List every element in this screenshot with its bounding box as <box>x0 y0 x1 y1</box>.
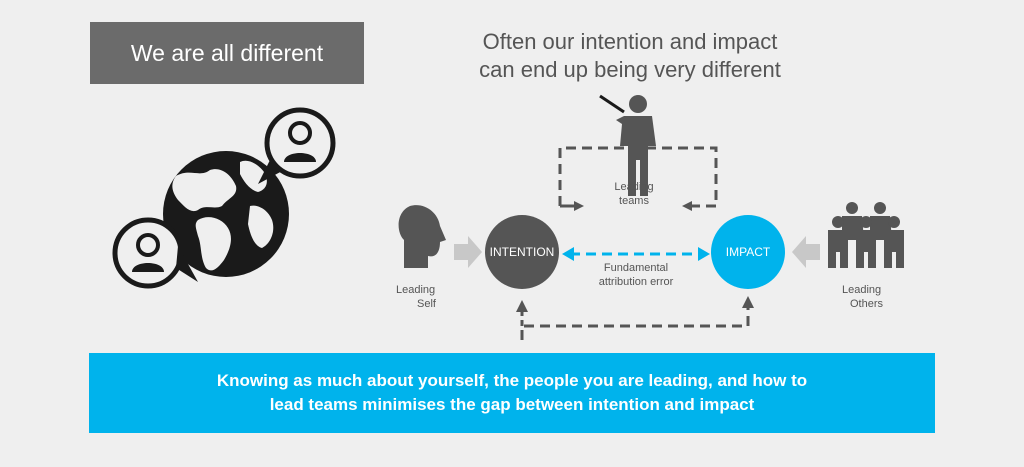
impact-label: IMPACT <box>725 245 771 259</box>
headline-line-2: can end up being very different <box>479 57 781 82</box>
head-profile-icon <box>398 205 446 268</box>
globe-icon <box>163 151 289 277</box>
people-group-icon <box>828 202 904 268</box>
leading-self-line-1: Leading <box>396 284 436 296</box>
bottom-dashed-loop <box>520 302 750 340</box>
fundamental-attribution-label: Fundamental attribution error <box>584 261 688 289</box>
summary-banner: Knowing as much about yourself, the peop… <box>89 353 935 433</box>
blue-arrowhead-left <box>562 247 574 261</box>
speech-bubble-top <box>258 107 336 184</box>
headline: Often our intention and impact can end u… <box>440 28 820 84</box>
fundamental-line-1: Fundamental <box>603 262 669 274</box>
banner-line-1: Knowing as much about yourself, the peop… <box>216 371 808 390</box>
teams-dashed-loop <box>558 146 718 208</box>
title-box: We are all different <box>90 22 364 84</box>
arrow-self-to-intention <box>454 236 482 268</box>
leading-self-line-2: Self <box>417 298 436 310</box>
leading-others-label: Leading Others <box>842 283 892 311</box>
leading-self-label: Leading Self <box>396 283 436 311</box>
bottom-arrowhead-up-left <box>516 300 528 312</box>
title-text: We are all different <box>130 39 324 66</box>
leading-teams-line-2: teams <box>619 195 649 207</box>
leading-teams-label: Leading teams <box>604 180 664 208</box>
blue-arrowhead-right <box>698 247 710 261</box>
arrow-others-to-impact <box>792 236 820 268</box>
fundamental-line-2: attribution error <box>598 276 674 288</box>
leading-others-line-2: Others <box>850 298 884 310</box>
leading-teams-line-1: Leading <box>614 181 654 193</box>
person-avatar-icon <box>284 121 316 162</box>
teams-arrowhead-left <box>574 201 584 211</box>
intention-label: INTENTION <box>489 245 555 259</box>
teams-arrowhead-right <box>682 201 692 211</box>
speech-bubble-bottom <box>112 217 198 289</box>
intention-node <box>485 215 559 289</box>
bottom-arrowhead-up-right <box>742 296 754 308</box>
person-avatar-icon-2 <box>132 233 164 272</box>
banner-line-2: lead teams minimises the gap between int… <box>269 395 755 414</box>
headline-line-1: Often our intention and impact <box>482 29 778 54</box>
leading-others-line-1: Leading <box>842 284 882 296</box>
impact-node <box>711 215 785 289</box>
presenter-figure-icon <box>599 94 656 196</box>
